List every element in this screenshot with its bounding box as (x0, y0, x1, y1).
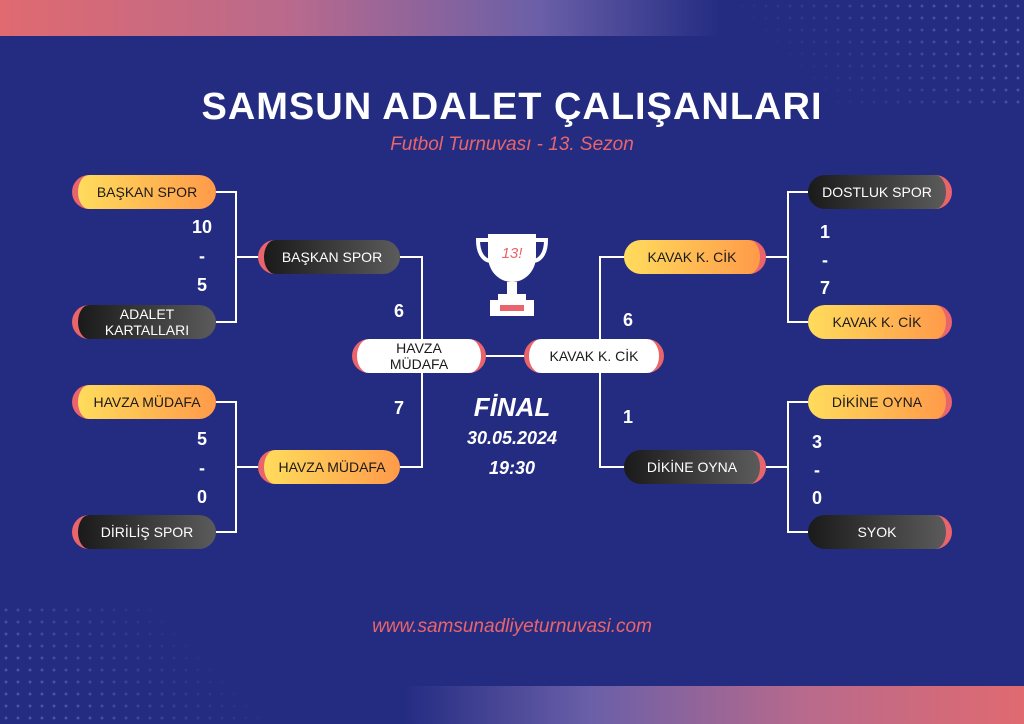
final-date: 30.05.2024 (466, 428, 558, 448)
left-r1-m1-separator: - (199, 246, 205, 266)
final-time: 19:30 (488, 458, 536, 478)
bottom-decorative-stripe (404, 686, 1024, 724)
final-team-left: HAVZA MÜDAFA (352, 339, 486, 373)
left-semi-score1: 6 (393, 301, 404, 321)
right-r1-m2-team1: DİKİNE OYNA (808, 385, 952, 419)
right-semi-score2: 1 (622, 407, 633, 427)
final-team-right: KAVAK K. CİK (524, 339, 664, 373)
left-r1-m2-team2: DİRİLİŞ SPOR (72, 515, 216, 549)
right-r1-m1-team1: DOSTLUK SPOR (808, 175, 952, 209)
right-r1-m2-score2: 0 (811, 488, 822, 508)
right-r1-m1-team2: KAVAK K. CİK (808, 305, 952, 339)
left-semi-team2: HAVZA MÜDAFA (258, 450, 400, 484)
right-r1-m1-score2: 7 (819, 278, 830, 298)
left-r1-m1-score1: 10 (191, 217, 213, 237)
website-link[interactable]: www.samsunadliyeturnuvasi.com (372, 616, 652, 637)
page-title: SAMSUN ADALET ÇALIŞANLARI (201, 86, 823, 128)
right-r1-m2-separator: - (814, 460, 820, 480)
top-decorative-stripe (0, 0, 720, 36)
right-r1-m2-team2: SYOK (808, 515, 952, 549)
trophy-number: 13! (502, 245, 524, 262)
right-r1-m1-separator: - (822, 250, 828, 270)
left-r1-m2-score1: 5 (196, 429, 207, 449)
left-r1-m2-separator: - (199, 458, 205, 478)
right-semi-team2: DİKİNE OYNA (624, 450, 766, 484)
trophy-icon: 13! (475, 234, 549, 316)
dot-pattern-top-right (724, 0, 1024, 110)
left-r1-m1-team2: ADALET KARTALLARI (72, 305, 216, 339)
right-semi-score1: 6 (622, 310, 633, 330)
dot-pattern-bottom-left (0, 604, 260, 724)
final-label: FİNAL (473, 392, 551, 422)
left-r1-m2-score2: 0 (196, 487, 207, 507)
left-semi-score2: 7 (393, 398, 404, 418)
page-subtitle: Futbol Turnuvası - 13. Sezon (390, 134, 634, 155)
right-r1-m1-score1: 1 (819, 222, 830, 242)
left-semi-team1: BAŞKAN SPOR (258, 240, 400, 274)
left-r1-m2-team1: HAVZA MÜDAFA (72, 385, 216, 419)
right-r1-m2-score1: 3 (811, 432, 822, 452)
left-r1-m1-team1: BAŞKAN SPOR (72, 175, 216, 209)
right-semi-team1: KAVAK K. CİK (624, 240, 766, 274)
left-r1-m1-score2: 5 (196, 275, 207, 295)
